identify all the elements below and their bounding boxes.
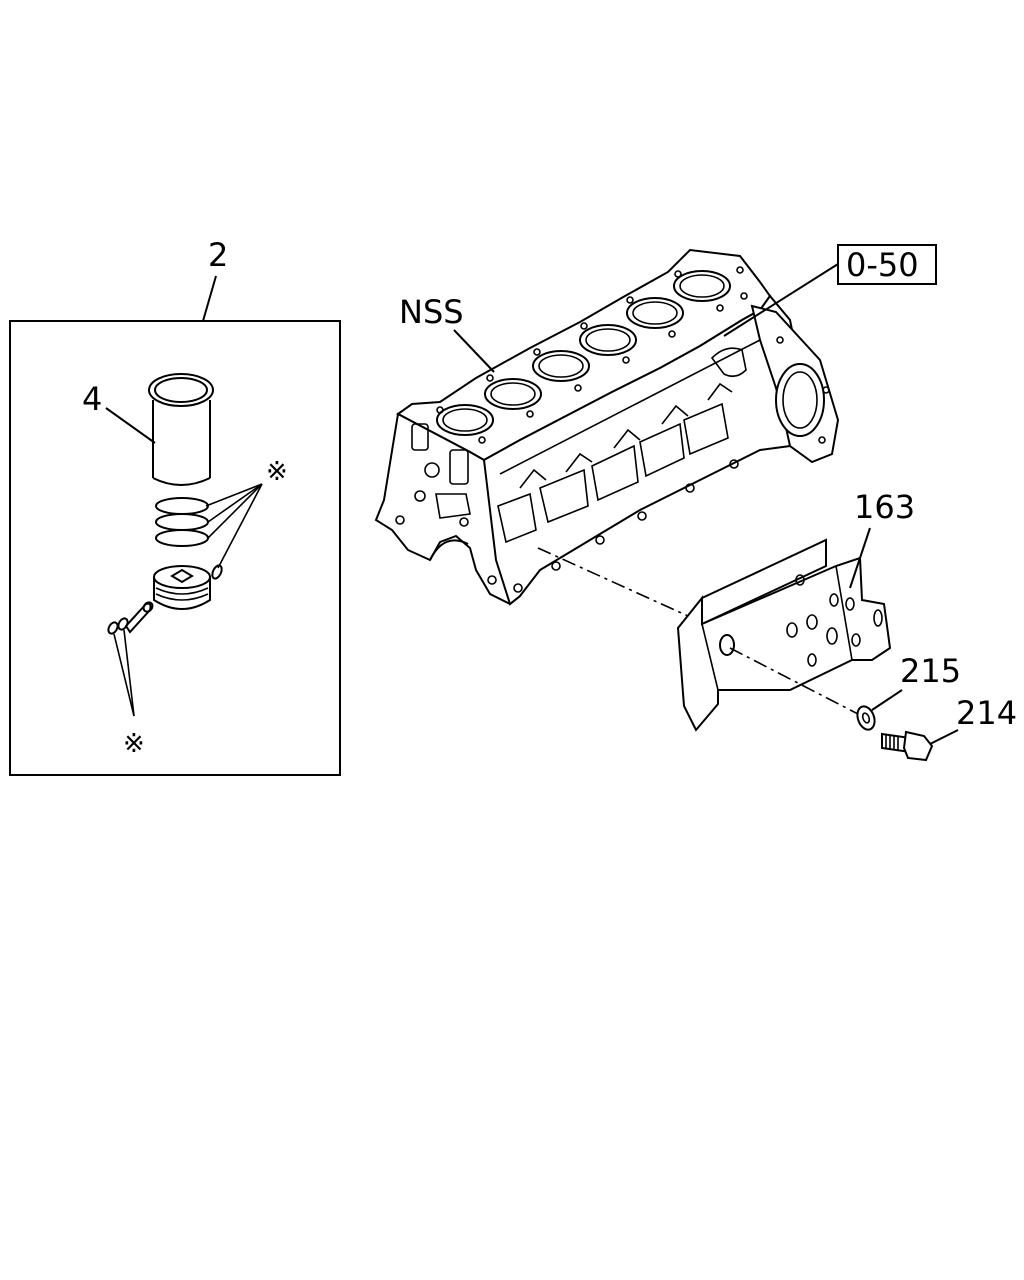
cylinder-block (374, 248, 840, 606)
cylinder-liner (148, 373, 214, 486)
callout-nss: NSS (399, 293, 464, 331)
piston-kit-frame (9, 320, 341, 776)
block-side-holes (513, 459, 739, 593)
washer-215 (856, 705, 876, 731)
deck-holes (436, 266, 748, 444)
bracket-163 (676, 538, 892, 732)
piston-rings (155, 497, 209, 547)
callout-0-50: 0-50 (846, 246, 919, 284)
piston-pin (124, 601, 154, 634)
callout-214: 214 (956, 694, 1017, 732)
callout-asterisk-clips: ※ (123, 729, 145, 759)
snap-rings (107, 617, 129, 635)
piston (153, 565, 211, 610)
callout-2: 2 (208, 236, 228, 274)
cylinder-bores (436, 270, 731, 436)
block-side-windows (497, 339, 761, 544)
bolt-214 (881, 730, 934, 762)
callout-215: 215 (900, 652, 961, 690)
callout-163: 163 (854, 488, 915, 526)
piston-kit-group: 2 4 (9, 236, 341, 776)
callout-asterisk-rings: ※ (266, 457, 288, 487)
callout-4: 4 (82, 380, 102, 418)
block-rear-flange (750, 304, 840, 464)
